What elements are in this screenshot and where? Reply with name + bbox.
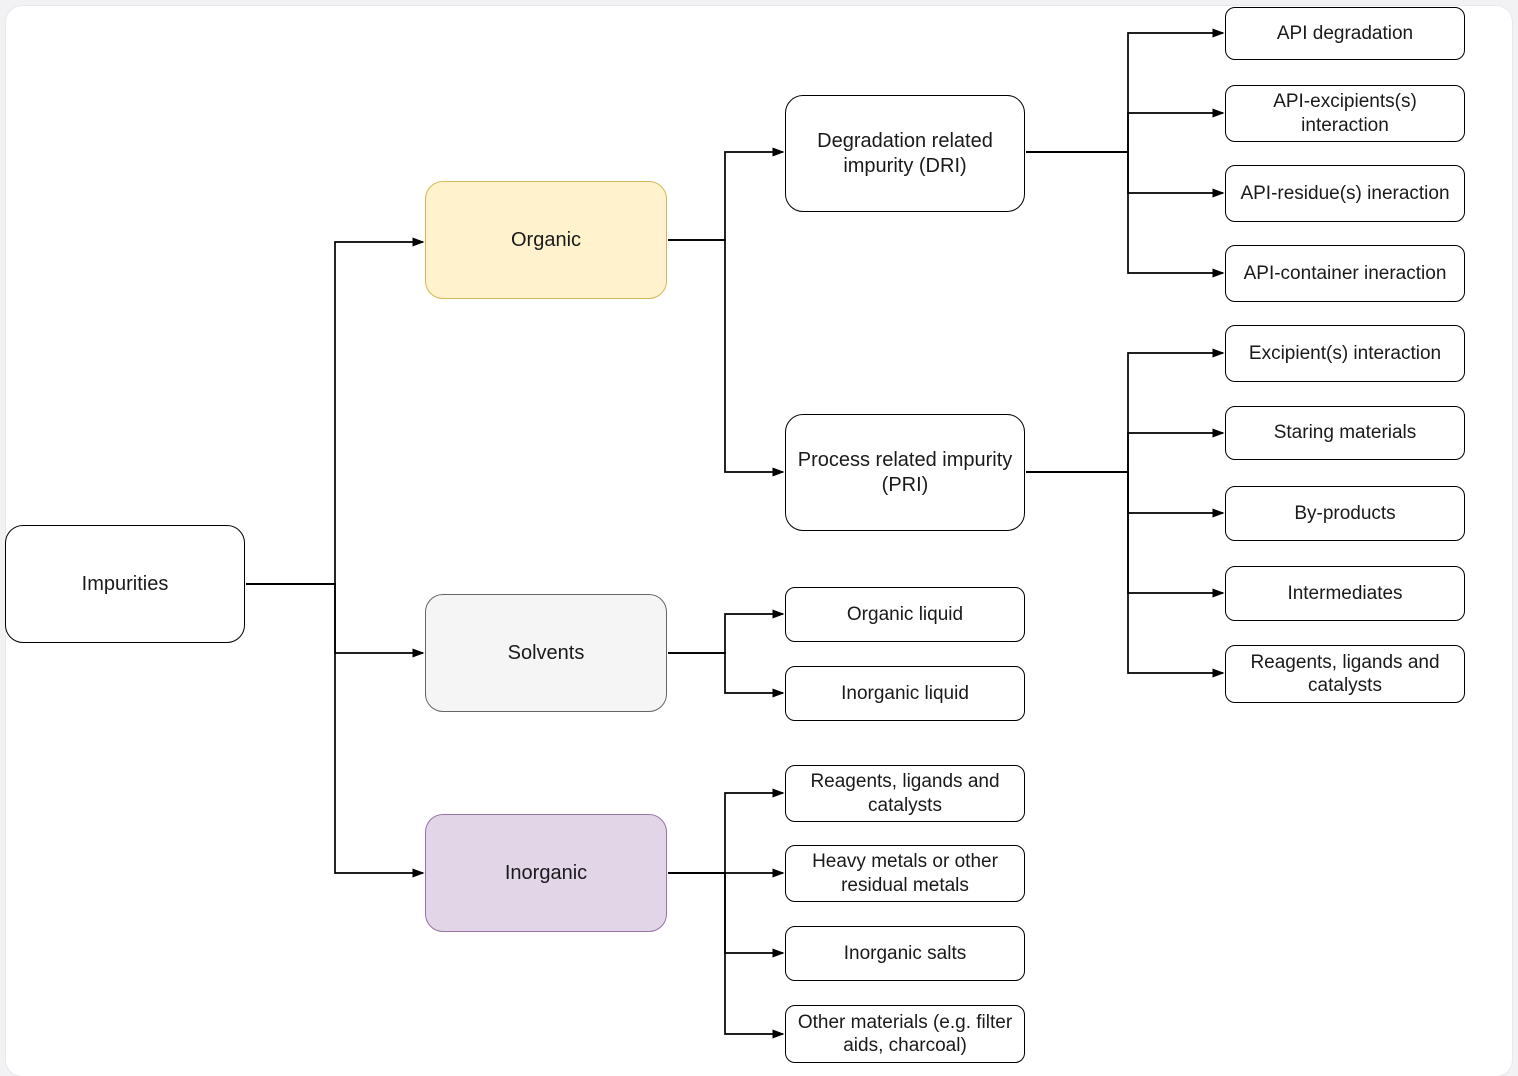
node-reagents-inorganic: Reagents, ligands and catalysts (785, 765, 1025, 822)
edge-inorganic-inorganic-salts (668, 872, 785, 958)
node-solvents: Solvents (425, 594, 667, 712)
node-api-container: API-container ineraction (1225, 245, 1465, 302)
node-organic: Organic (425, 181, 667, 299)
node-inorganic-salts: Inorganic salts (785, 926, 1025, 981)
node-intermediates: Intermediates (1225, 566, 1465, 621)
edge-dri-api-degradation (1026, 28, 1225, 153)
node-by-products: By-products (1225, 486, 1465, 541)
edge-dri-api-container (1026, 151, 1225, 278)
node-api-degradation: API degradation (1225, 7, 1465, 60)
edge-organic-dri (668, 147, 785, 241)
node-reagents-pri: Reagents, ligands and catalysts (1225, 645, 1465, 703)
edge-pri-excipient-interaction (1026, 348, 1225, 473)
edge-pri-staring-materials (1026, 428, 1225, 473)
edge-pri-reagents-pri (1026, 471, 1225, 678)
edge-solvents-organic-liquid (668, 609, 785, 654)
node-excipient-interaction: Excipient(s) interaction (1225, 325, 1465, 382)
edge-pri-intermediates (1026, 471, 1225, 598)
edge-inorganic-reagents-inorganic (668, 788, 785, 874)
node-impurities: Impurities (5, 525, 245, 643)
node-heavy-metals: Heavy metals or other residual metals (785, 845, 1025, 902)
edge-solvents-inorganic-liquid (668, 652, 785, 698)
node-dri: Degradation related impurity (DRI) (785, 95, 1025, 212)
node-staring-materials: Staring materials (1225, 406, 1465, 460)
node-other-materials: Other materials (e.g. filter aids, charc… (785, 1005, 1025, 1063)
edge-inorganic-other-materials (668, 872, 785, 1039)
node-api-excipients: API-excipients(s) interaction (1225, 85, 1465, 142)
node-inorganic: Inorganic (425, 814, 667, 932)
node-organic-liquid: Organic liquid (785, 587, 1025, 642)
edge-pri-by-products (1026, 471, 1225, 518)
node-inorganic-liquid: Inorganic liquid (785, 666, 1025, 721)
node-pri: Process related impurity (PRI) (785, 414, 1025, 531)
edge-impurities-inorganic (246, 583, 425, 878)
edge-impurities-solvents (246, 583, 425, 658)
edge-impurities-organic (246, 237, 425, 585)
edge-dri-api-excipients (1026, 108, 1225, 153)
edge-dri-api-residue (1026, 151, 1225, 198)
node-api-residue: API-residue(s) ineraction (1225, 165, 1465, 222)
edge-organic-pri (668, 239, 785, 477)
